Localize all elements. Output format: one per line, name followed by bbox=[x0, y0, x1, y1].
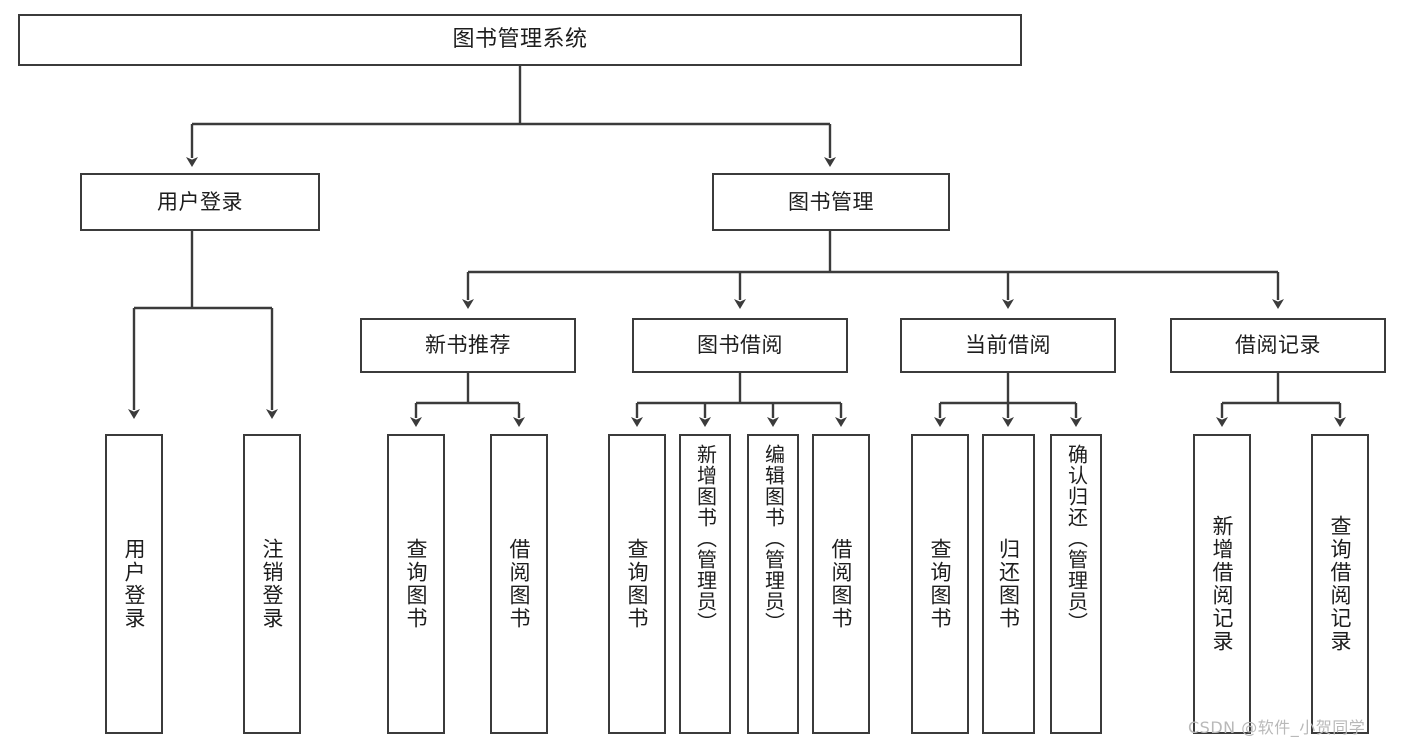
node-book-borrow[interactable]: 图书借阅 bbox=[632, 318, 848, 373]
node-leaf-confirm-return-label: 确认归还（管理员） bbox=[1064, 444, 1089, 633]
node-leaf-query-book-2-label: 查询图书 bbox=[625, 538, 650, 630]
node-leaf-add-book[interactable]: 新增图书（管理员） bbox=[679, 434, 731, 734]
node-leaf-user-login[interactable]: 用户登录 bbox=[105, 434, 163, 734]
node-current-borrow-label: 当前借阅 bbox=[965, 333, 1051, 358]
node-new-book-recommend[interactable]: 新书推荐 bbox=[360, 318, 576, 373]
node-leaf-logout-label: 注销登录 bbox=[260, 538, 285, 630]
node-leaf-borrow-book-1-label: 借阅图书 bbox=[507, 538, 532, 630]
node-leaf-borrow-book-1[interactable]: 借阅图书 bbox=[490, 434, 548, 734]
node-leaf-borrow-book-2[interactable]: 借阅图书 bbox=[812, 434, 870, 734]
node-leaf-query-book-2[interactable]: 查询图书 bbox=[608, 434, 666, 734]
node-leaf-add-record-label: 新增借阅记录 bbox=[1210, 515, 1235, 653]
node-book-manage[interactable]: 图书管理 bbox=[712, 173, 950, 231]
node-current-borrow[interactable]: 当前借阅 bbox=[900, 318, 1116, 373]
node-new-book-recommend-label: 新书推荐 bbox=[425, 333, 511, 358]
node-root-label: 图书管理系统 bbox=[452, 27, 588, 53]
node-leaf-return-book-label: 归还图书 bbox=[996, 538, 1021, 630]
node-user-login[interactable]: 用户登录 bbox=[80, 173, 320, 231]
node-leaf-add-record[interactable]: 新增借阅记录 bbox=[1193, 434, 1251, 734]
node-leaf-query-book-1[interactable]: 查询图书 bbox=[387, 434, 445, 734]
node-leaf-borrow-book-2-label: 借阅图书 bbox=[829, 538, 854, 630]
node-borrow-record-label: 借阅记录 bbox=[1235, 333, 1321, 358]
node-leaf-query-record[interactable]: 查询借阅记录 bbox=[1311, 434, 1369, 734]
node-borrow-record[interactable]: 借阅记录 bbox=[1170, 318, 1386, 373]
node-book-borrow-label: 图书借阅 bbox=[697, 333, 783, 358]
node-leaf-user-login-label: 用户登录 bbox=[122, 538, 147, 630]
node-leaf-add-book-label: 新增图书（管理员） bbox=[693, 444, 718, 633]
node-user-login-label: 用户登录 bbox=[157, 189, 243, 214]
node-leaf-query-book-1-label: 查询图书 bbox=[404, 538, 429, 630]
node-leaf-query-book-3-label: 查询图书 bbox=[928, 538, 953, 630]
csdn-watermark: CSDN @软件_小贺同学 bbox=[1188, 718, 1366, 737]
node-leaf-query-record-label: 查询借阅记录 bbox=[1328, 515, 1353, 653]
node-leaf-logout[interactable]: 注销登录 bbox=[243, 434, 301, 734]
node-leaf-query-book-3[interactable]: 查询图书 bbox=[911, 434, 969, 734]
node-leaf-edit-book[interactable]: 编辑图书（管理员） bbox=[747, 434, 799, 734]
node-root[interactable]: 图书管理系统 bbox=[18, 14, 1022, 66]
node-book-manage-label: 图书管理 bbox=[788, 189, 874, 214]
node-leaf-return-book[interactable]: 归还图书 bbox=[982, 434, 1035, 734]
node-leaf-edit-book-label: 编辑图书（管理员） bbox=[761, 444, 786, 633]
node-leaf-confirm-return[interactable]: 确认归还（管理员） bbox=[1050, 434, 1102, 734]
